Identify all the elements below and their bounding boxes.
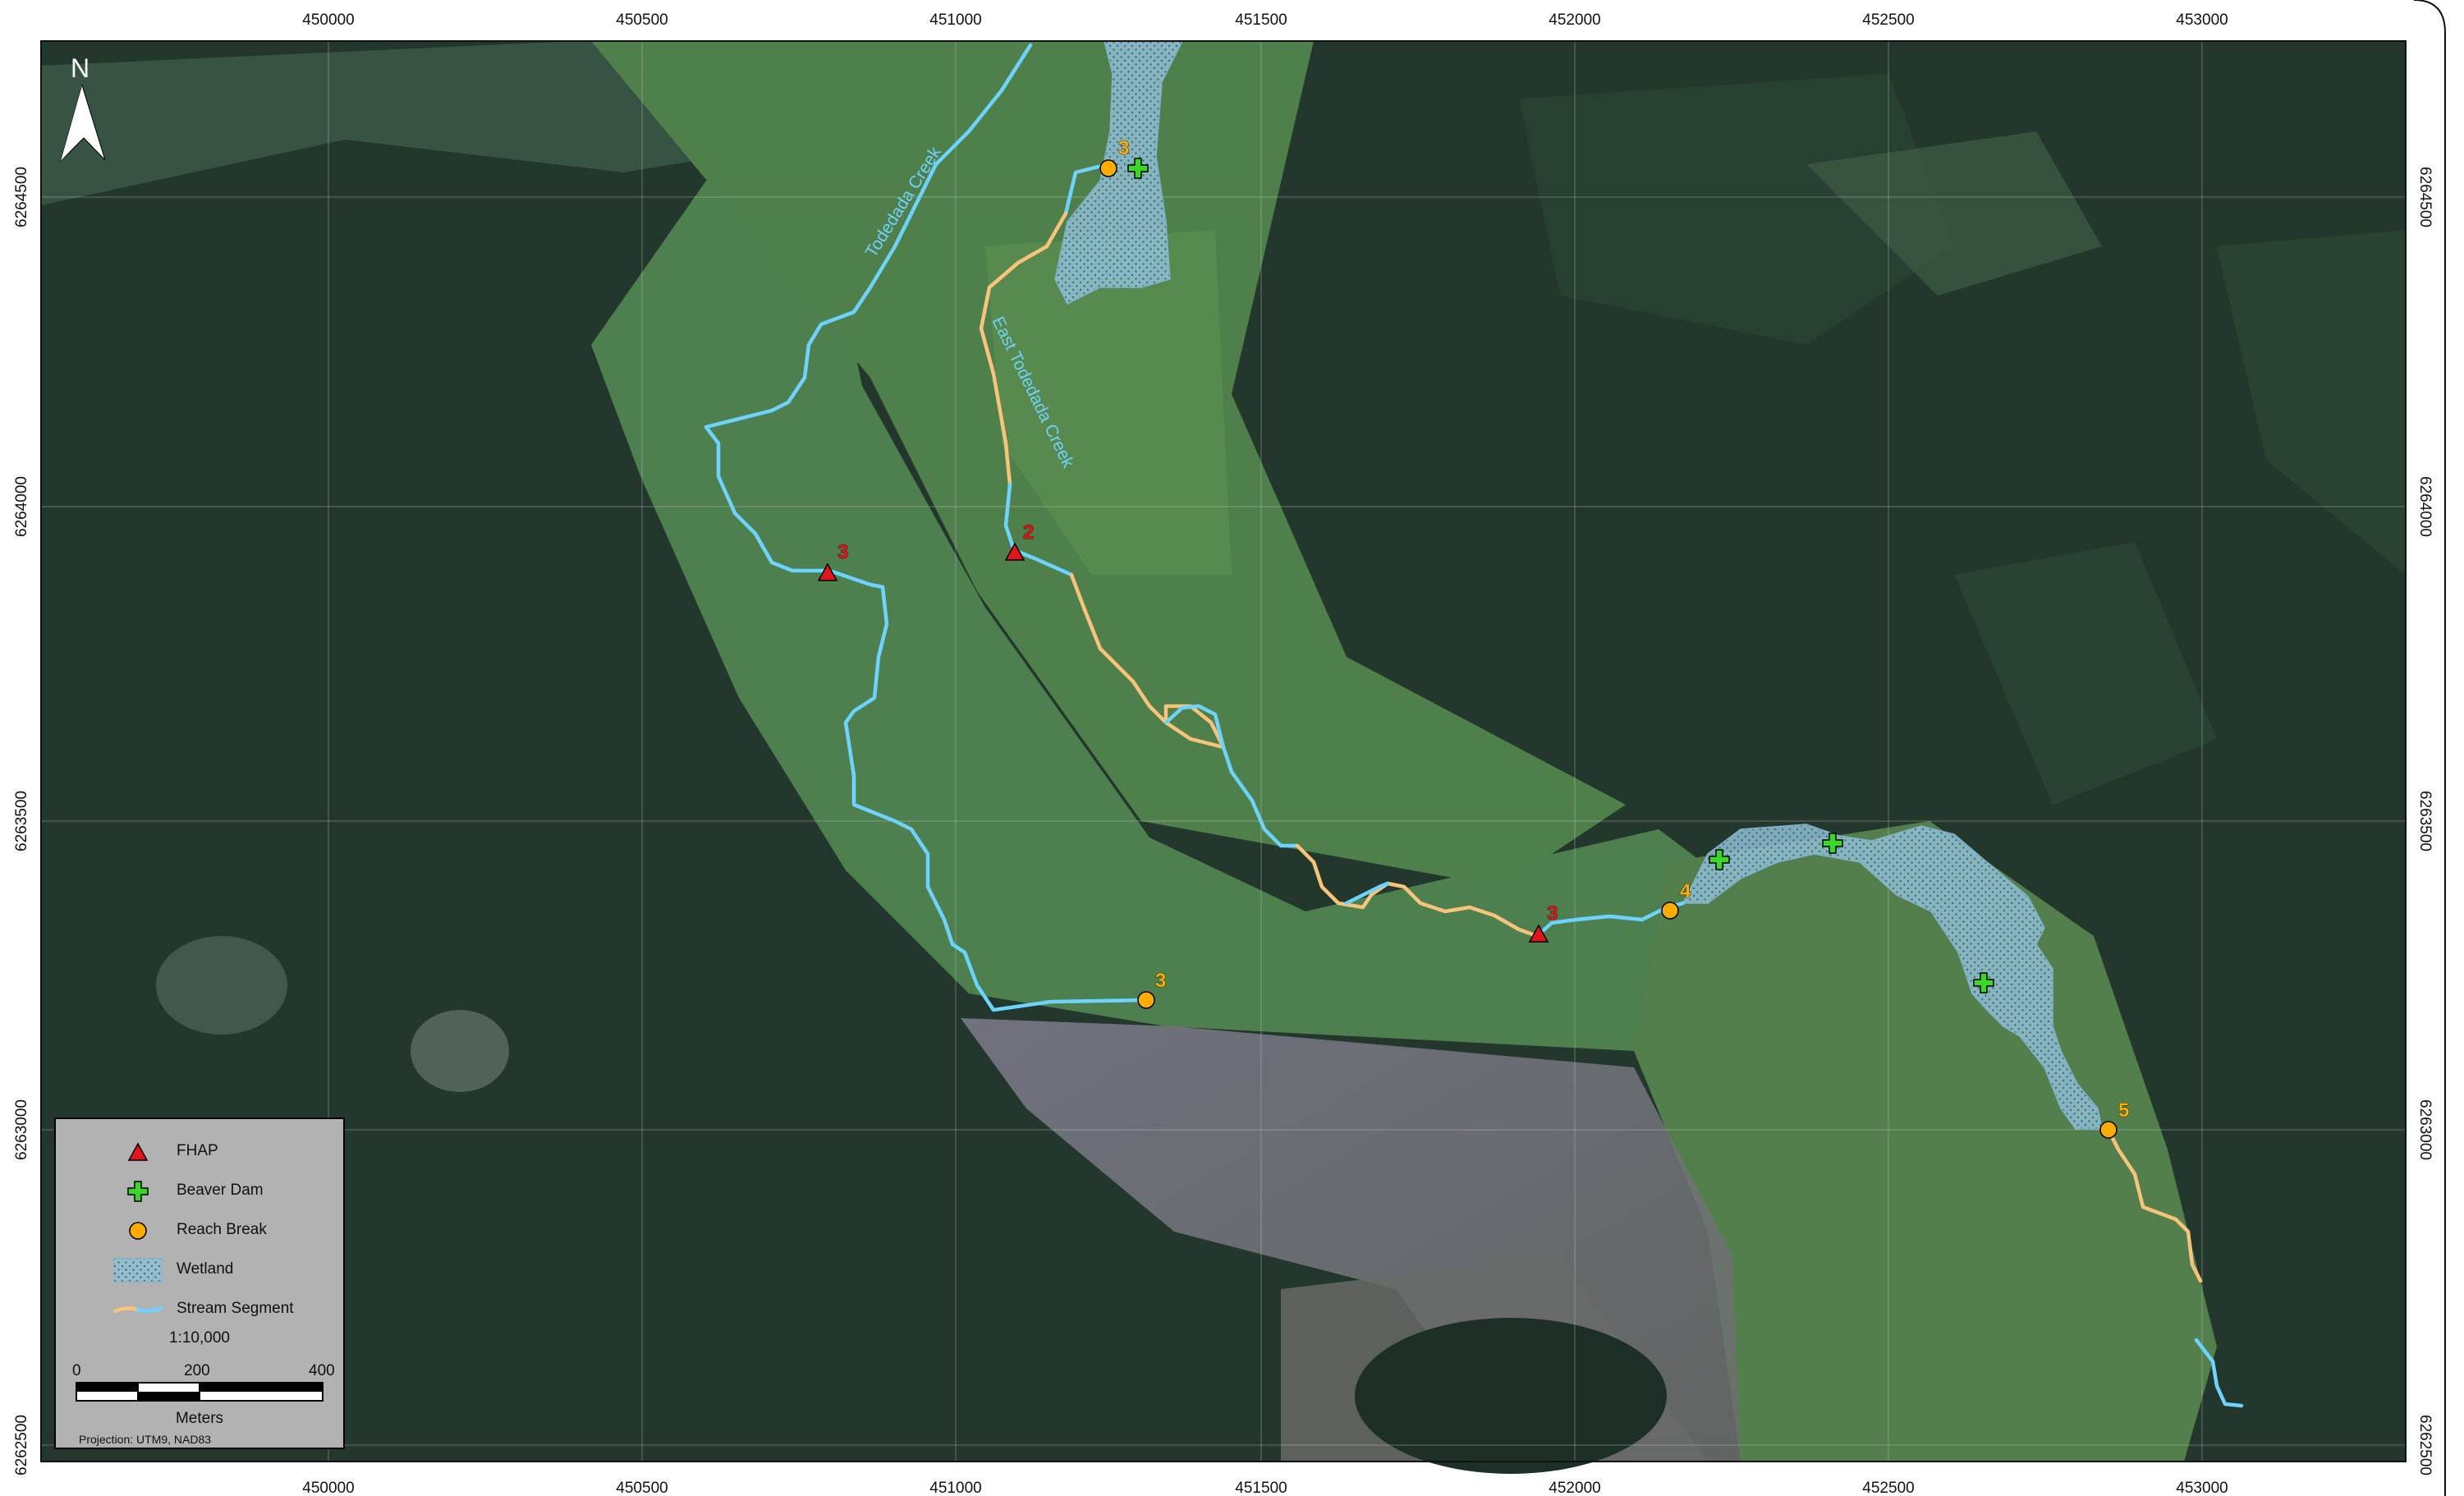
map-neatline (40, 40, 2407, 1462)
svg-text:451500: 451500 (1235, 1480, 1287, 1496)
fhap-label: 3 (837, 541, 848, 563)
legend-item-wetland: Wetland (56, 1254, 343, 1287)
wetland-areas (1054, 40, 2103, 1130)
fhap-label: 3 (1547, 902, 1558, 925)
svg-text:451500: 451500 (1235, 11, 1287, 29)
beaver-dam-icon (1127, 158, 1149, 179)
stream-south-east-2 (2194, 1338, 2244, 1408)
reach-break-label: 5 (2118, 1099, 2129, 1122)
stream-segment-line-icon (113, 1306, 163, 1314)
svg-text:450000: 450000 (302, 11, 354, 29)
fhap-label: 2 (1023, 521, 1034, 544)
grid-lines (41, 41, 2406, 1462)
reach-break-circle-icon (1137, 991, 1155, 1009)
north-label: N (71, 53, 89, 83)
x-axis-top: 450000 450500 451000 451500 452000 45250… (302, 11, 2228, 29)
legend-item-stream-segment: Stream Segment (56, 1293, 343, 1326)
beaver-dam-icon (1822, 833, 1843, 854)
svg-text:453000: 453000 (2176, 1480, 2228, 1496)
svg-text:450500: 450500 (616, 11, 668, 29)
legend-item-beaver-dam: Beaver Dam (56, 1175, 343, 1208)
fhap-triangle-icon (1004, 542, 1026, 561)
svg-text:6264000: 6264000 (2416, 476, 2434, 537)
stream-east-todedada-1 (1063, 162, 1111, 216)
beaver-dam-icon (1709, 849, 1730, 870)
svg-text:452500: 452500 (1862, 11, 1914, 29)
scale-label-0: 0 (72, 1362, 81, 1379)
stream-east-todedada-3 (1003, 482, 1016, 553)
reach-break-markers: 3 3 4 5 (1099, 137, 2130, 1139)
svg-text:451000: 451000 (929, 11, 981, 29)
legend-item-reach-break: Reach Break (56, 1214, 343, 1247)
x-axis-bottom: 450000 450500 451000 451500 452000 45250… (302, 1480, 2228, 1496)
fhap-triangle-icon (817, 562, 838, 581)
projection-note: Projection: UTM9, NAD83 (79, 1433, 212, 1446)
stream-east-todedada-4 (1012, 548, 1074, 577)
reach-break-circle-icon (129, 1222, 147, 1240)
svg-text:6264500: 6264500 (2416, 167, 2434, 227)
wetland-north (1054, 40, 1184, 305)
reach-break-circle-icon (1661, 902, 1679, 920)
legend-label: Stream Segment (177, 1300, 294, 1317)
svg-text:6263500: 6263500 (13, 791, 30, 851)
map-legend: FHAP Beaver Dam Reach Break Wetland Stre… (54, 1117, 345, 1449)
svg-text:6263000: 6263000 (13, 1099, 30, 1160)
svg-text:450500: 450500 (616, 1480, 668, 1496)
stream-oxbow (1344, 881, 1390, 906)
stream-east-todedada-6 (1163, 704, 1300, 848)
wetland-hatch-icon (113, 1258, 163, 1283)
fhap-markers: 3 2 3 (817, 521, 1558, 943)
satellite-imagery (41, 41, 2406, 1474)
reach-break-circle-icon (1099, 159, 1117, 177)
fhap-triangle-icon (1528, 924, 1549, 943)
legend-label: Wetland (177, 1260, 234, 1278)
page-border (2413, 0, 2446, 1496)
legend-label: Reach Break (177, 1221, 267, 1238)
fhap-triangle-icon (127, 1142, 149, 1161)
stream-south-east-1 (2106, 1127, 2203, 1283)
scale-units: Meters (175, 1410, 224, 1427)
svg-text:6264500: 6264500 (13, 167, 30, 227)
svg-text:6263000: 6263000 (2416, 1099, 2434, 1160)
reach-break-label: 3 (1155, 970, 1166, 992)
svg-text:6263500: 6263500 (2416, 791, 2434, 851)
beaver-dam-plus-icon (127, 1181, 149, 1202)
svg-text:452500: 452500 (1862, 1480, 1914, 1496)
legend-label: FHAP (177, 1142, 218, 1159)
reach-break-label: 4 (1680, 880, 1691, 902)
legend-label: Beaver Dam (177, 1182, 264, 1199)
y-axis-left: 6264500 6264000 6263500 6263000 6262500 (13, 167, 30, 1475)
wetland-east (1682, 824, 2103, 1130)
y-axis-right: 6264500 6264000 6263500 6263000 6262500 (2416, 167, 2434, 1475)
stream-east-todedada-2 (979, 211, 1068, 487)
svg-text:452000: 452000 (1549, 1480, 1600, 1496)
svg-text:6264000: 6264000 (13, 476, 30, 537)
stream-segments (704, 43, 2244, 1408)
svg-text:6262500: 6262500 (13, 1415, 30, 1475)
beaver-dams (1127, 158, 1994, 994)
svg-text:451000: 451000 (929, 1480, 981, 1496)
beaver-dam-icon (1973, 972, 1994, 994)
svg-text:6262500: 6262500 (2416, 1415, 2434, 1475)
svg-text:450000: 450000 (302, 1480, 354, 1496)
scale-label-200: 200 (184, 1362, 210, 1379)
reach-break-circle-icon (2099, 1121, 2118, 1139)
stream-east-todedada-7 (1295, 843, 1539, 938)
scale-ratio: 1:10,000 (169, 1329, 230, 1347)
scale-label-400: 400 (309, 1362, 335, 1379)
stream-todedada-upper (704, 43, 1149, 1012)
reach-break-label: 3 (1118, 137, 1129, 159)
svg-text:453000: 453000 (2176, 11, 2228, 29)
north-arrow: N (59, 53, 106, 163)
scale-bar (76, 1382, 323, 1402)
svg-text:452000: 452000 (1549, 11, 1600, 29)
legend-item-fhap: FHAP (56, 1136, 343, 1168)
